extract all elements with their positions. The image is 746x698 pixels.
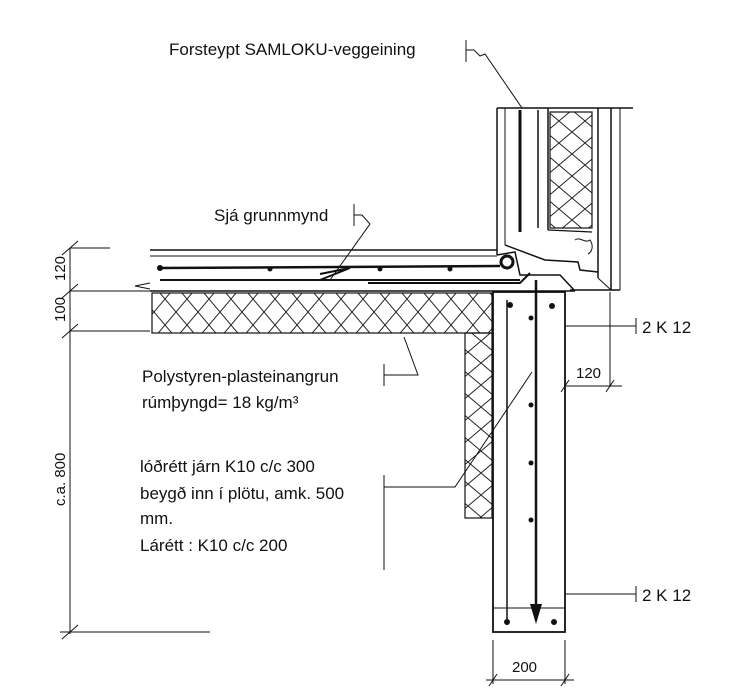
insulation-label-1: Polystyren-plasteinangrun [142, 367, 339, 386]
wall-panel-label: Forsteypt SAMLOKU-veggeining [169, 40, 416, 59]
dim-slab-thickness: 120 [52, 256, 69, 281]
dim-insulation-thickness: 100 [52, 297, 69, 322]
dimensions-left [60, 240, 210, 640]
dim-side-insulation: 120 [576, 365, 601, 382]
wall-panel [496, 107, 633, 291]
rebar-top-label: 2 K 12 [642, 318, 691, 337]
footing [492, 280, 566, 633]
dim-footing-depth: c.a. 800 [52, 453, 69, 506]
insulation-label-2: rúmþyngd= 18 kg/m³ [142, 393, 299, 412]
rebar-bottom-label: 2 K 12 [642, 586, 691, 605]
rebar-label-3: mm. [140, 509, 173, 528]
dim-footing-width: 200 [512, 659, 537, 676]
dimensions-right [486, 292, 622, 687]
rebar-label-4: Lárétt : K10 c/c 200 [140, 536, 287, 555]
floor-slab [134, 249, 576, 292]
wall-insulation [549, 111, 593, 229]
slab-insulation [151, 292, 493, 334]
leader-lines [329, 40, 637, 602]
rebar-label-1: lóðrétt járn K10 c/c 300 [140, 457, 315, 476]
see-plan-label: Sjá grunnmynd [214, 206, 328, 225]
footing-side-insulation [464, 332, 493, 519]
rebar-label-2: beygð inn í plötu, amk. 500 [140, 484, 344, 503]
